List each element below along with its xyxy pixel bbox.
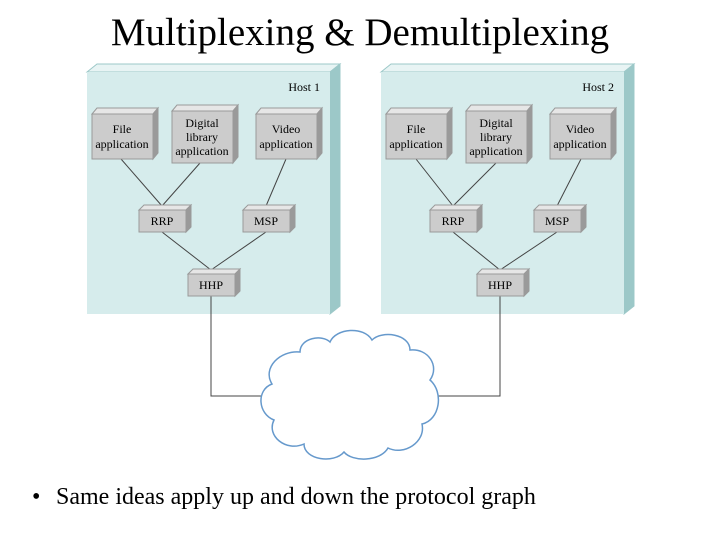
rrp-label: RRP [151,214,174,228]
file-application-label-line1: File [407,122,426,136]
video-application-box: Video application [548,106,618,161]
host-1-label: Host 1 [288,80,320,94]
hhp-label: HHP [488,278,512,292]
slide-title: Multiplexing & Demultiplexing [110,11,610,54]
digital-library-label-line2: library [186,130,218,144]
digital-library-label-line1: Digital [479,116,513,130]
video-application-label-line1: Video [272,122,301,136]
bullet-marker: • [32,484,41,510]
edge-h1-file-rrp [120,158,163,207]
hhp-box: HHP [186,267,242,298]
link-host1-to-network [210,296,272,397]
hhp-box: HHP [475,267,531,298]
video-application-box: Video application [254,106,324,161]
host-1-panel-side-edge [329,62,341,316]
file-application-box: File application [90,106,160,161]
rrp-box: RRP [428,203,484,234]
host-2-panel-side-edge [623,62,635,316]
graph-edges [120,158,582,397]
bullet-text: Same ideas apply up and down the protoco… [56,484,536,510]
edge-h2-file-rrp [415,158,454,207]
digital-library-label-line2: library [480,130,512,144]
digital-library-label-line1: Digital [185,116,219,130]
digital-library-application-box: Digital library application [170,103,240,165]
edge-h1-msp-hhp [210,231,267,271]
msp-label: MSP [254,214,278,228]
host-2-boxes: File application Digital library applica… [384,103,618,298]
edge-h2-video-msp [556,158,582,207]
host-2-label: Host 2 [582,80,614,94]
host-1-boxes: File application Digital library applica… [90,103,324,298]
network-cloud-icon [260,329,440,460]
rrp-box: RRP [137,203,193,234]
edge-h1-library-rrp [161,162,201,207]
edge-h2-msp-hhp [499,231,558,271]
link-host2-to-network [438,296,501,397]
digital-library-label-line3: application [175,144,228,158]
video-application-label-line1: Video [566,122,595,136]
msp-box: MSP [241,203,297,234]
digital-library-application-box: Digital library application [464,103,534,165]
file-application-label-line2: application [389,137,442,151]
edge-h1-video-msp [265,158,287,207]
file-application-label-line2: application [95,137,148,151]
slide-bullet-point: • Same ideas apply up and down the protoc… [32,482,536,512]
video-application-label-line2: application [553,137,606,151]
digital-library-label-line3: application [469,144,522,158]
video-application-label-line2: application [259,137,312,151]
file-application-box: File application [384,106,454,161]
rrp-label: RRP [442,214,465,228]
edge-h2-library-rrp [452,162,497,207]
msp-label: MSP [545,214,569,228]
edge-h1-rrp-hhp [161,231,212,271]
host-2-panel-top-edge [379,63,636,73]
msp-box: MSP [532,203,588,234]
hhp-label: HHP [199,278,223,292]
edge-h2-rrp-hhp [452,231,501,271]
file-application-label-line1: File [113,122,132,136]
host-1-panel-top-edge [85,63,342,73]
